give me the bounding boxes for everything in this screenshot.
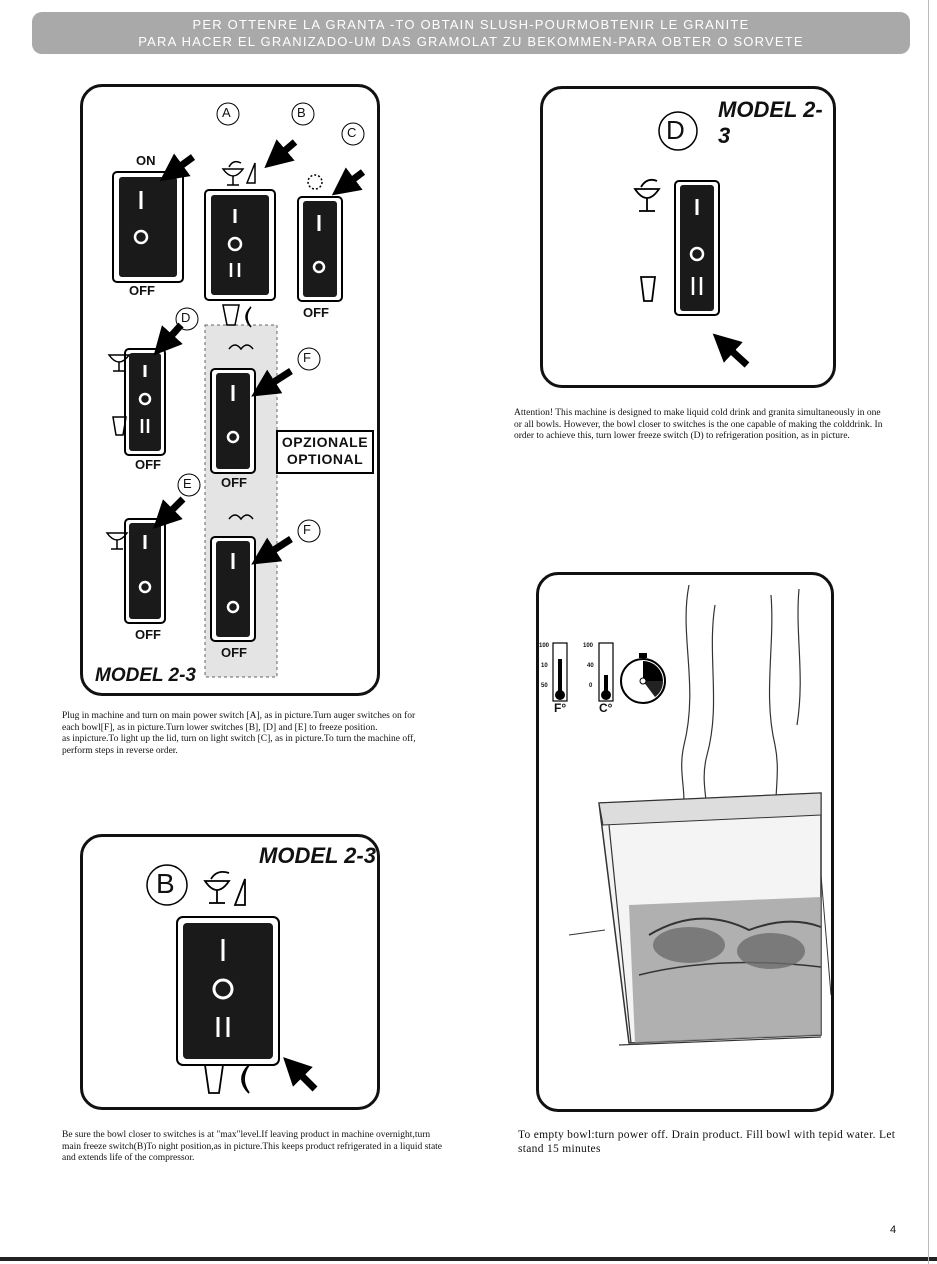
label-a: A bbox=[222, 105, 231, 120]
granita-cup-icon bbox=[633, 178, 661, 212]
switch-e bbox=[124, 518, 166, 624]
slush-machine-image bbox=[568, 792, 831, 1046]
glass-icon bbox=[203, 1064, 225, 1094]
label-b: B bbox=[156, 868, 175, 899]
optional-label-box bbox=[276, 430, 374, 474]
arrow-icon bbox=[159, 153, 196, 182]
switch-f-auger-1 bbox=[210, 368, 256, 474]
timer-clock-icon bbox=[620, 653, 666, 704]
main-instructions-p2: as inpicture.To light up the lid, turn o… bbox=[62, 734, 416, 756]
granita-cup-icon bbox=[105, 532, 129, 550]
on-label: ON bbox=[136, 153, 156, 168]
label-d: D bbox=[666, 115, 685, 145]
label-d: D bbox=[181, 310, 191, 325]
granita-cup-icon bbox=[203, 870, 231, 904]
switch-f-auger-2 bbox=[210, 536, 256, 642]
bottom-border bbox=[0, 1257, 937, 1261]
label-f2: F bbox=[303, 522, 311, 537]
off-label: OFF bbox=[135, 627, 161, 642]
thermo-c-label: C° bbox=[599, 701, 613, 715]
thermometer-f-icon bbox=[552, 642, 568, 702]
switch-d bbox=[124, 348, 166, 456]
switch-d-large bbox=[674, 180, 720, 316]
off-label: OFF bbox=[221, 645, 247, 660]
thermo-c-tick: 100 bbox=[583, 643, 594, 649]
optional-label-en: OPTIONAL bbox=[286, 451, 364, 467]
label-c: C bbox=[347, 125, 357, 140]
thermo-f-tick: 10 bbox=[541, 663, 548, 669]
switch-panel-illustration bbox=[105, 102, 374, 678]
switch-panel-main: A B C D E F F ON OFF OFF OFF OFF OFF OFF… bbox=[80, 84, 380, 696]
thermo-c-tick: 40 bbox=[587, 663, 594, 669]
page-number: 4 bbox=[890, 1224, 897, 1236]
optional-label: OPZIONALE OPTIONAL bbox=[277, 434, 373, 468]
model-label: MODEL 2-3 bbox=[718, 97, 823, 148]
off-label: OFF bbox=[135, 457, 161, 472]
light-icon bbox=[307, 174, 323, 190]
granita-cup-icon bbox=[107, 354, 131, 372]
thermometer-c-icon bbox=[598, 642, 614, 702]
main-power-switch bbox=[112, 171, 184, 283]
machine-illustration bbox=[552, 584, 831, 1046]
banner-line-2: PARA HACER EL GRANIZADO-UM DAS GRAMOLAT … bbox=[138, 34, 804, 49]
switch-panel-d: MODEL 2-3 D bbox=[540, 86, 836, 388]
empty-bowl-note: To empty bowl:turn power off. Drain prod… bbox=[518, 1129, 896, 1155]
thermo-f-label: F° bbox=[554, 701, 567, 715]
label-f1: F bbox=[303, 350, 311, 365]
switch-b-illustration bbox=[146, 864, 318, 1094]
thermo-f-tick: 100 bbox=[539, 643, 550, 649]
arrow-icon bbox=[153, 322, 184, 356]
arrow-icon bbox=[283, 1057, 318, 1092]
arrow-icon bbox=[251, 368, 293, 397]
glass-icon bbox=[222, 304, 240, 326]
arrow-icon bbox=[712, 333, 750, 368]
off-label: OFF bbox=[129, 283, 155, 298]
thermo-f-tick: 50 bbox=[541, 683, 548, 689]
glass-icon bbox=[233, 878, 246, 906]
switch-b-large bbox=[176, 916, 280, 1066]
auger-icon bbox=[228, 514, 254, 521]
model-label: MODEL 2-3 bbox=[259, 843, 376, 868]
bowl-note: Be sure the bowl closer to switches is a… bbox=[62, 1130, 443, 1163]
moon-icon bbox=[245, 306, 252, 328]
granita-cup-icon bbox=[221, 160, 245, 186]
thermo-c-tick: 0 bbox=[589, 683, 593, 689]
off-label: OFF bbox=[221, 475, 247, 490]
main-instructions-p1: Plug in machine and turn on main power s… bbox=[62, 711, 416, 733]
attention-note: Attention! This machine is designed to m… bbox=[514, 408, 883, 441]
model-label: MODEL 2-3 bbox=[95, 665, 197, 686]
switch-panel-b: MODEL 2-3 B bbox=[80, 834, 380, 1110]
glass-icon bbox=[112, 416, 127, 436]
moon-icon bbox=[241, 1064, 250, 1094]
glass-icon bbox=[639, 276, 657, 302]
switch-c-light bbox=[297, 196, 343, 302]
arrow-icon bbox=[331, 167, 366, 196]
glass-icon bbox=[245, 162, 256, 184]
off-label: OFF bbox=[303, 305, 329, 320]
label-e: E bbox=[183, 476, 192, 491]
arrow-icon bbox=[251, 536, 293, 565]
auger-icon bbox=[228, 344, 254, 351]
banner-line-1: PER OTTENRE LA GRANTA -TO OBTAIN SLUSH-P… bbox=[192, 17, 750, 32]
optional-label-it: OPZIONALE bbox=[281, 434, 369, 450]
title-banner: PER OTTENRE LA GRANTA -TO OBTAIN SLUSH-P… bbox=[32, 12, 910, 54]
switch-d-illustration bbox=[633, 111, 750, 368]
label-b: B bbox=[297, 105, 306, 120]
switch-a bbox=[204, 189, 276, 301]
arrow-icon bbox=[264, 139, 298, 169]
main-instructions: Plug in machine and turn on main power s… bbox=[62, 711, 434, 757]
arrow-icon bbox=[153, 496, 186, 529]
page-edge bbox=[928, 0, 929, 1264]
empty-bowl-panel: F° C° 100 10 50 100 40 0 bbox=[536, 572, 834, 1112]
